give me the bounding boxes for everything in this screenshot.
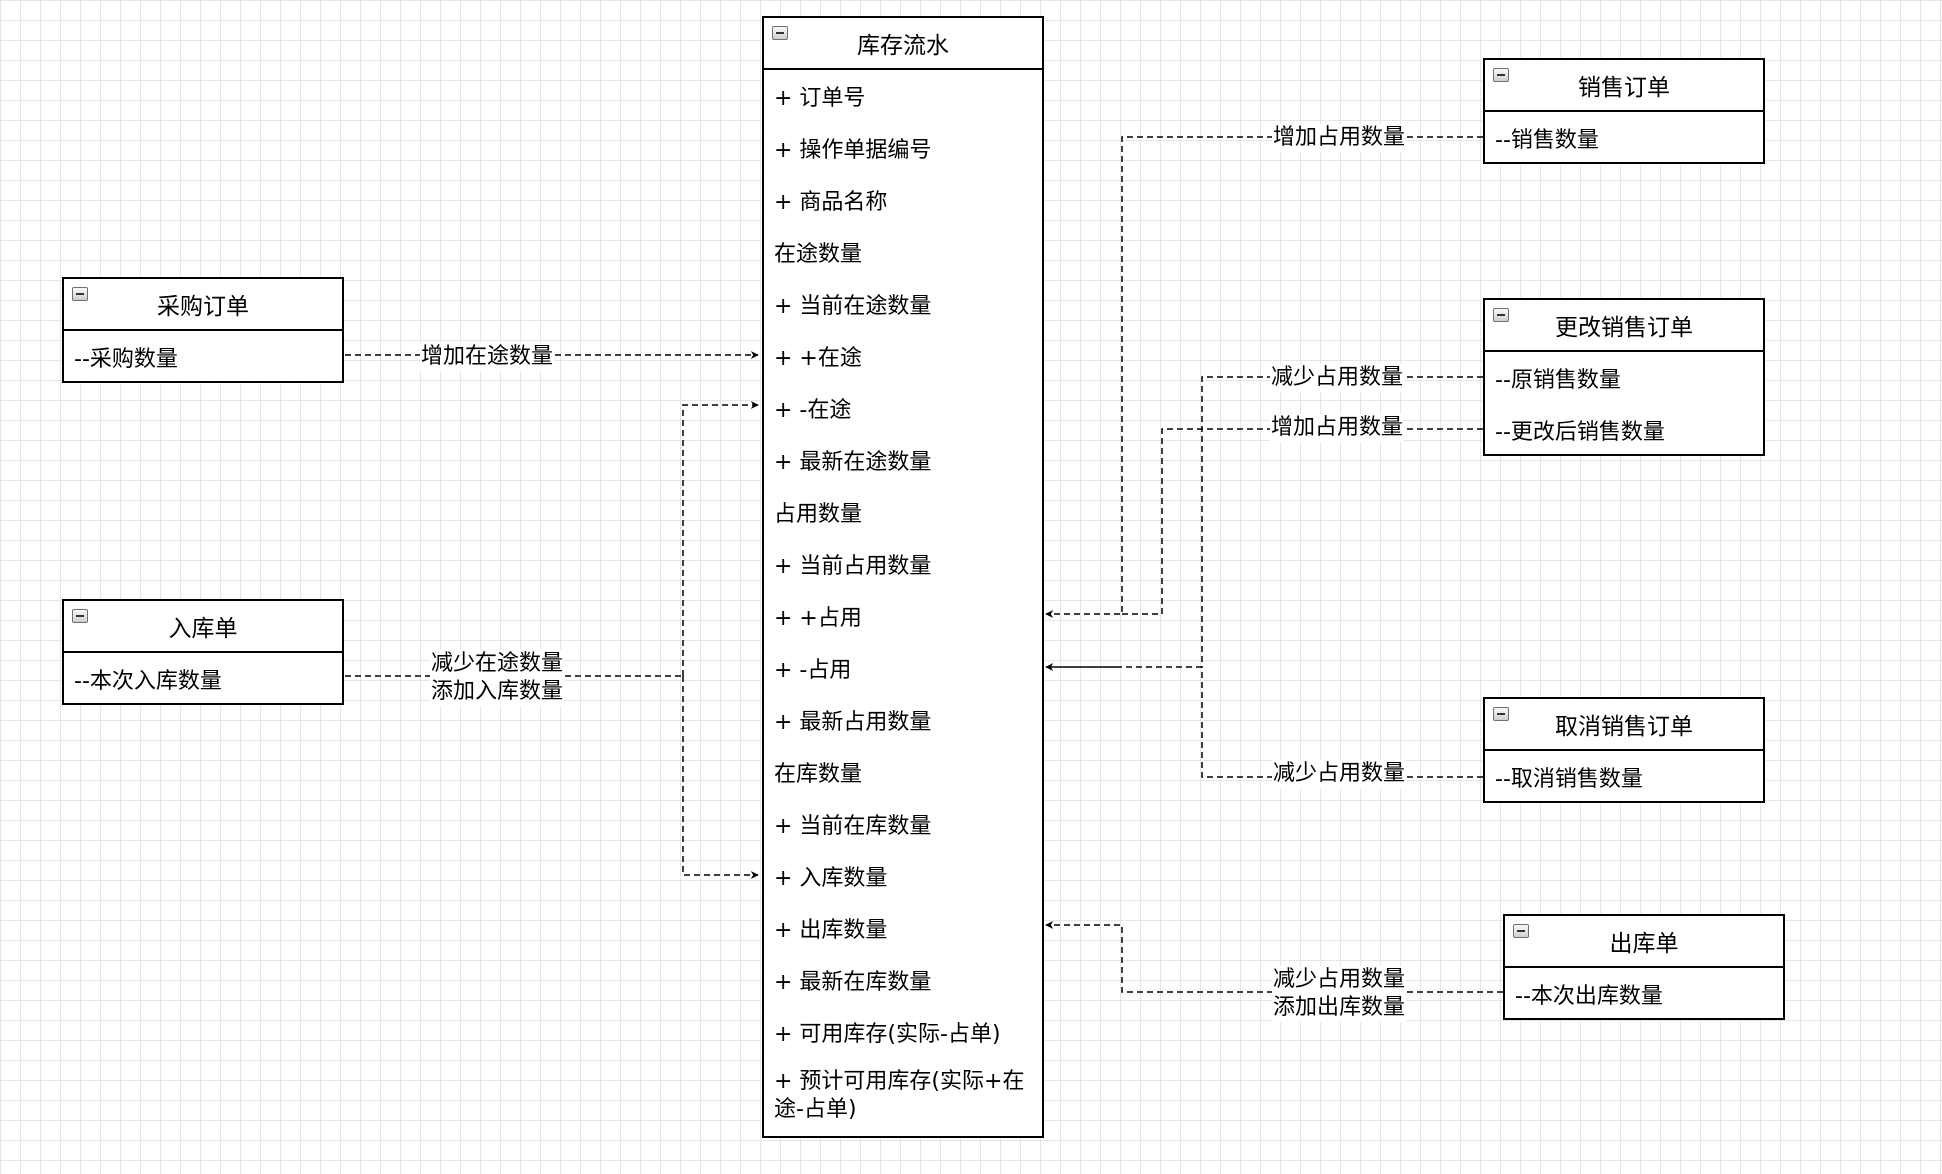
entity-cancel-sales-order[interactable]: 取消销售订单 --取消销售数量 [1483,697,1765,803]
collapse-minus-icon[interactable] [1513,924,1529,938]
entity-header: 销售订单 [1485,60,1763,112]
edge-label-sales: 增加占用数量 [1272,124,1407,152]
edge-inbound-to-minus-in-transit[interactable] [682,401,759,676]
field-row: + 当前在库数量 [774,814,932,839]
entity-header: 入库单 [64,601,342,653]
field-row: --销售数量 [1495,128,1599,153]
entity-sales-order[interactable]: 销售订单 --销售数量 [1483,58,1765,164]
collapse-minus-icon[interactable] [1493,308,1509,322]
field-row: --采购数量 [74,347,178,372]
edge-sales-to-plus-occupy[interactable] [1045,136,1483,618]
field-group-label: 在途数量 [774,242,863,267]
field-row: + 商品名称 [774,190,888,215]
collapse-minus-icon[interactable] [72,609,88,623]
field-group-label: 在库数量 [774,762,863,787]
field-row: + 操作单据编号 [774,138,932,163]
entity-inbound-order[interactable]: 入库单 --本次入库数量 [62,599,344,705]
entity-header: 更改销售订单 [1485,300,1763,352]
edge-label-purchase: 增加在途数量 [420,343,555,371]
field-row: + 当前在途数量 [774,294,932,319]
collapse-minus-icon[interactable] [1493,68,1509,82]
field-row: + 入库数量 [774,866,888,891]
field-row: + 最新占用数量 [774,710,932,735]
edge-label-line: 减少在途数量 [431,651,564,676]
entity-header: 取消销售订单 [1485,699,1763,751]
edge-label-line: 减少占用数量 [1273,967,1406,992]
collapse-minus-icon[interactable] [1493,707,1509,721]
field-row: + 出库数量 [774,918,888,943]
field-row: + 最新在库数量 [774,970,932,995]
field-row: + 预计可用库存(实际+在途-占单) [774,1069,1025,1122]
edge-label-change-increase: 增加占用数量 [1270,414,1405,442]
field-row: + 可用库存(实际-占单) [774,1022,1001,1047]
entity-header: 采购订单 [64,279,342,331]
field-group-label: 占用数量 [774,502,863,527]
field-row: + 订单号 [774,86,866,111]
field-row: --原销售数量 [1495,368,1621,393]
field-row: + -在途 [774,398,852,423]
edge-label-inbound: 减少在途数量 添加入库数量 [430,650,565,706]
entity-title: 销售订单 [1578,75,1670,101]
field-row: + +占用 [774,606,862,631]
entity-title: 取消销售订单 [1555,714,1693,740]
field-row: + +在途 [774,346,862,371]
entity-header: 出库单 [1505,916,1783,968]
field-row: + -占用 [774,658,852,683]
entity-outbound-order[interactable]: 出库单 --本次出库数量 [1503,914,1785,1020]
field-row: --本次出库数量 [1515,984,1663,1009]
entity-header: 库存流水 [764,18,1042,70]
edge-label-cancel: 减少占用数量 [1272,760,1407,788]
entity-change-sales-order[interactable]: 更改销售订单 --原销售数量 --更改后销售数量 [1483,298,1765,456]
field-row: + 当前占用数量 [774,554,932,579]
entity-purchase-order[interactable]: 采购订单 --采购数量 [62,277,344,383]
field-row: + 最新在途数量 [774,450,932,475]
field-row: --取消销售数量 [1495,767,1643,792]
field-row: --更改后销售数量 [1495,420,1665,445]
field-row: --本次入库数量 [74,669,222,694]
entity-title: 更改销售订单 [1555,315,1693,341]
collapse-minus-icon[interactable] [72,287,88,301]
entity-title: 采购订单 [157,294,249,320]
entity-title: 出库单 [1609,931,1679,957]
entity-title: 库存流水 [857,33,949,59]
edge-label-line: 添加入库数量 [431,679,564,704]
entity-title: 入库单 [168,616,238,642]
collapse-minus-icon[interactable] [772,26,788,40]
entity-inventory-ledger[interactable]: 库存流水 + 订单号 + 操作单据编号 + 商品名称 在途数量 + 当前在途数量… [762,16,1044,1138]
edge-label-change-decrease: 减少占用数量 [1270,364,1405,392]
edge-change-increase-to-plus-occupy[interactable] [1122,428,1483,615]
edge-label-line: 添加出库数量 [1273,995,1406,1020]
edge-inbound-to-inbound-qty[interactable] [682,676,759,879]
edge-label-outbound: 减少占用数量 添加出库数量 [1272,966,1407,1022]
